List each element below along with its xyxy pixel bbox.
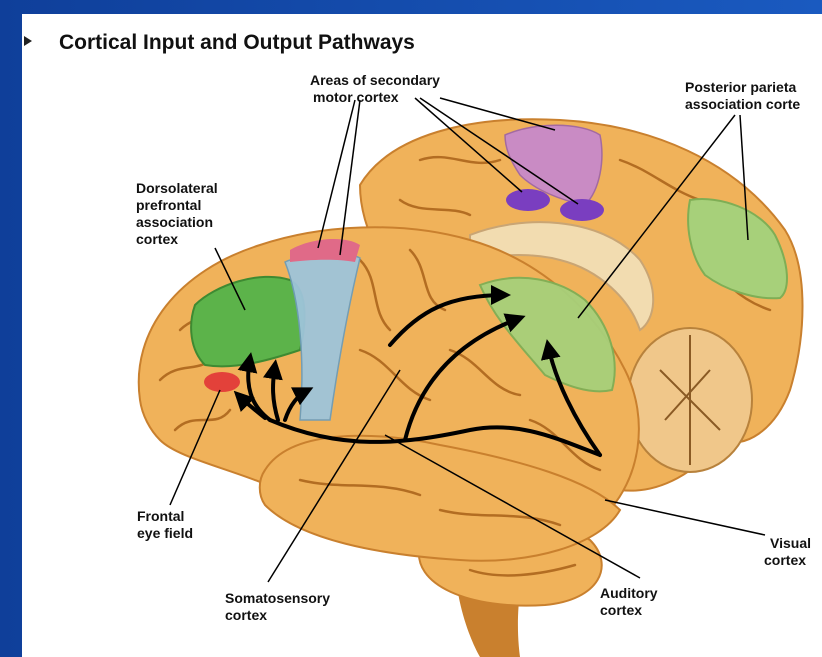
label-auditory-1: Auditory: [600, 585, 658, 601]
frontal-eye-field-area: [204, 372, 240, 392]
label-visual-2: cortex: [764, 552, 806, 568]
label-posterior-parietal-1: Posterior parieta: [685, 79, 796, 95]
label-dorsolateral-2: prefrontal: [136, 197, 201, 213]
label-auditory-2: cortex: [600, 602, 642, 618]
secondary-motor-purple-1: [506, 189, 550, 211]
label-secondary-motor-2: motor cortex: [313, 89, 399, 105]
label-somatosensory-2: cortex: [225, 607, 267, 623]
label-visual-1: Visual: [770, 535, 811, 551]
label-posterior-parietal-2: association corte: [685, 96, 800, 112]
label-frontal-eye-2: eye field: [137, 525, 193, 541]
label-frontal-eye-1: Frontal: [137, 508, 184, 524]
label-secondary-motor-1: Areas of secondary: [310, 72, 440, 88]
label-dorsolateral-3: association: [136, 214, 213, 230]
label-somatosensory-1: Somatosensory: [225, 590, 330, 606]
secondary-motor-purple-2: [560, 199, 604, 221]
label-dorsolateral-4: cortex: [136, 231, 178, 247]
label-dorsolateral-1: Dorsolateral: [136, 180, 218, 196]
